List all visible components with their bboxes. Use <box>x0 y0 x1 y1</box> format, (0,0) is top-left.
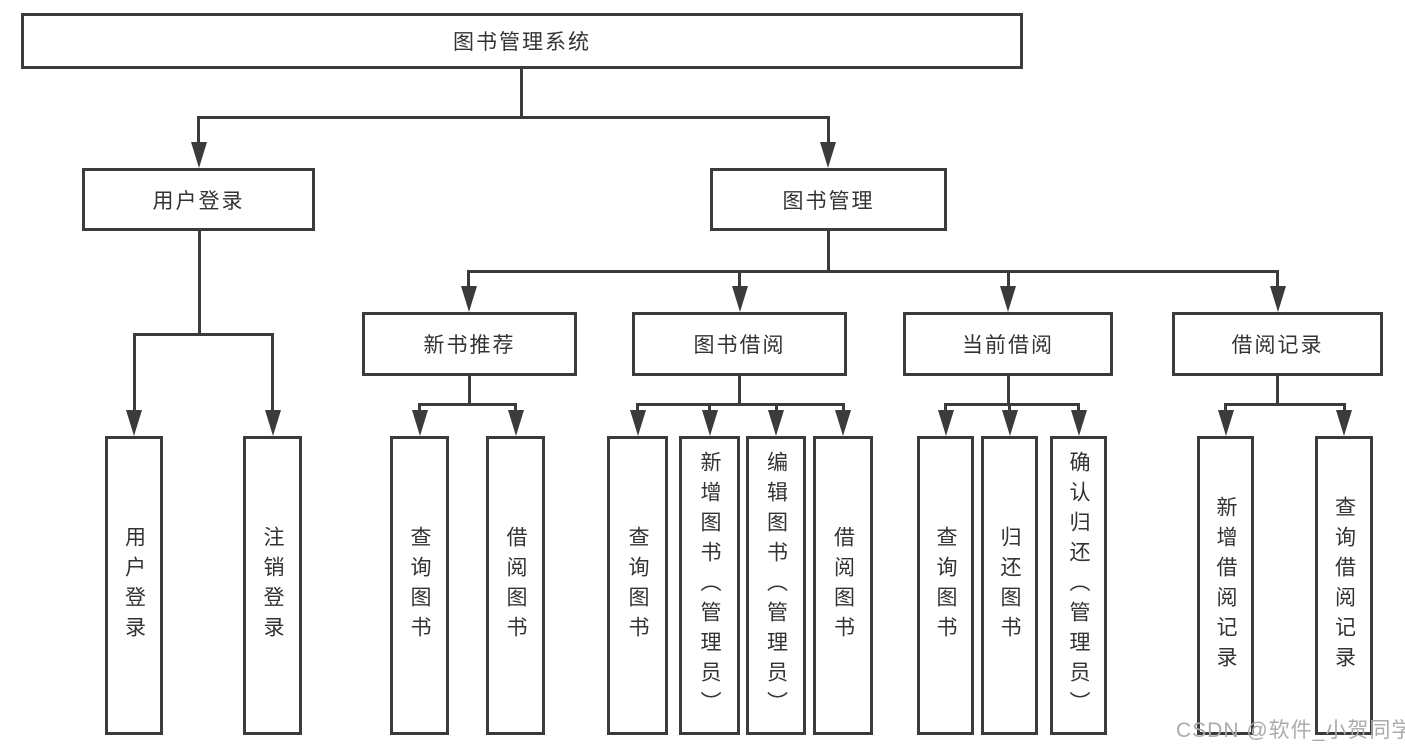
arrowhead-current-borrow <box>1000 286 1016 312</box>
leaf-return-books: 归还图书 <box>981 436 1038 735</box>
connector-user-login-stem <box>197 231 201 336</box>
connector-drop-br1 <box>1224 403 1227 415</box>
node-new-book-recommend: 新书推荐 <box>362 312 577 376</box>
connector-root-bar <box>197 116 829 119</box>
connector-drop-leaf-logout <box>271 333 274 415</box>
connector-drop-current-borrow <box>1006 270 1010 290</box>
connector-drop-nb1 <box>418 403 421 415</box>
arrowhead-bb1 <box>629 410 646 436</box>
arrowhead-br1 <box>1217 410 1234 436</box>
connector-drop-cb1 <box>944 403 947 415</box>
leaf-user-login: 用户登录 <box>105 436 163 735</box>
arrowhead-leaf-login <box>126 410 142 436</box>
leaf-borrow-books: 借阅图书 <box>813 436 873 735</box>
connector-drop-cb2 <box>1008 403 1011 415</box>
leaf-query-books-recommend: 查询图书 <box>390 436 449 735</box>
arrowhead-book-borrow <box>731 286 748 312</box>
arrowhead-bb2 <box>701 410 718 436</box>
arrowhead-cb1 <box>937 410 954 436</box>
connector-drop-book-borrow <box>738 270 741 290</box>
connector-drop-cb3 <box>1077 403 1080 415</box>
connector-drop-new-book <box>467 270 470 290</box>
connector-current-borrow-bar <box>944 403 1080 406</box>
node-root: 图书管理系统 <box>21 13 1023 69</box>
connector-borrow-records-bar <box>1224 403 1346 406</box>
arrowhead-leaf-logout <box>264 410 281 436</box>
connector-book-mgmt-bar <box>467 270 1279 273</box>
connector-drop-bb3 <box>774 403 778 415</box>
leaf-confirm-return-admin: 确认归还（管理员） <box>1050 436 1107 735</box>
connector-book-borrow-bar <box>636 403 845 406</box>
leaf-add-books-admin: 新增图书（管理员） <box>679 436 740 735</box>
node-borrow-records: 借阅记录 <box>1172 312 1383 376</box>
connector-root-stem <box>519 69 523 117</box>
leaf-add-borrow-record: 新增借阅记录 <box>1197 436 1254 735</box>
connector-user-login-bar <box>132 333 274 336</box>
leaf-query-books-current: 查询图书 <box>917 436 974 735</box>
connector-drop-nb2 <box>514 403 517 415</box>
arrowhead-cb2 <box>1001 410 1018 436</box>
leaf-edit-books-admin: 编辑图书（管理员） <box>746 436 806 735</box>
arrowhead-user-login <box>190 142 207 168</box>
node-book-borrow: 图书借阅 <box>632 312 847 376</box>
node-user-login: 用户登录 <box>82 168 315 231</box>
csdn-watermark: CSDN @软件_小贺同学 <box>1176 719 1405 742</box>
arrowhead-borrow-records <box>1269 286 1286 312</box>
arrowhead-new-book <box>460 286 477 312</box>
connector-new-book-bar <box>418 403 517 406</box>
connector-book-borrow-stem <box>738 376 741 406</box>
connector-drop-br2 <box>1342 403 1346 415</box>
arrowhead-br2 <box>1336 410 1352 436</box>
connector-new-book-stem <box>468 376 471 406</box>
leaf-borrow-books-recommend: 借阅图书 <box>486 436 545 735</box>
arrowhead-bb3 <box>768 410 784 436</box>
connector-drop-bb1 <box>636 403 639 415</box>
arrowhead-cb3 <box>1070 410 1087 436</box>
leaf-logout: 注销登录 <box>243 436 302 735</box>
node-book-management: 图书管理 <box>710 168 947 231</box>
connector-drop-bb4 <box>841 403 845 415</box>
leaf-query-borrow-record: 查询借阅记录 <box>1315 436 1373 735</box>
connector-drop-user-login <box>197 116 200 150</box>
connector-drop-leaf-login <box>132 333 136 415</box>
connector-drop-book-management <box>826 116 830 150</box>
arrowhead-bb4 <box>835 410 851 436</box>
node-current-borrow: 当前借阅 <box>903 312 1113 376</box>
connector-book-mgmt-stem <box>826 231 830 272</box>
connector-drop-borrow-records <box>1276 270 1279 290</box>
leaf-query-books-borrow: 查询图书 <box>607 436 668 735</box>
arrowhead-nb1 <box>411 410 428 436</box>
connector-borrow-records-stem <box>1276 376 1279 406</box>
arrowhead-nb2 <box>507 410 524 436</box>
arrowhead-book-management <box>820 142 836 168</box>
connector-drop-bb2 <box>708 403 711 415</box>
connector-current-borrow-stem <box>1006 376 1010 406</box>
